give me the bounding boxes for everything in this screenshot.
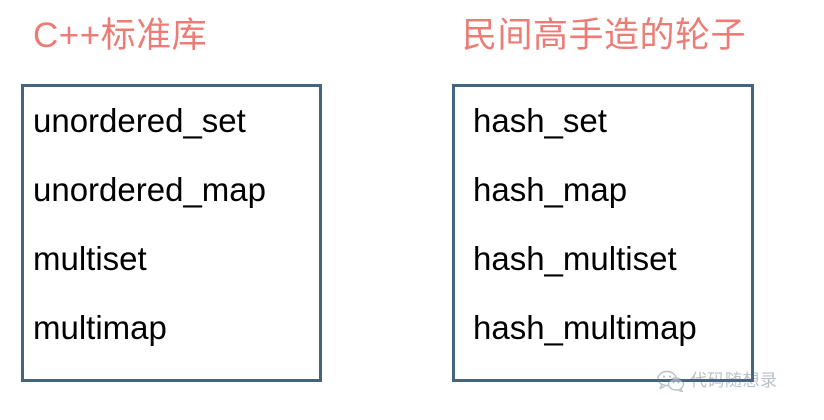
list-box-community-wheels: hash_set hash_map hash_multiset hash_mul… <box>452 84 754 382</box>
column-title-community-wheels: 民间高手造的轮子 <box>462 16 747 55</box>
column-title-standard-library: C++标准库 <box>33 16 208 55</box>
list-item: unordered_map <box>33 171 266 208</box>
list-item: multimap <box>33 309 167 346</box>
list-item: hash_map <box>473 171 628 208</box>
list-item: hash_multimap <box>473 309 697 346</box>
container-list-community-wheels: hash_set hash_map hash_multiset hash_mul… <box>455 87 769 348</box>
list-box-standard-library: unordered_set unordered_map multiset mul… <box>21 84 322 382</box>
list-item: hash_multiset <box>473 240 677 277</box>
list-item: hash_set <box>473 102 607 139</box>
list-item: unordered_set <box>33 102 246 139</box>
container-list-standard-library: unordered_set unordered_map multiset mul… <box>24 87 328 348</box>
list-item: multiset <box>33 240 147 277</box>
